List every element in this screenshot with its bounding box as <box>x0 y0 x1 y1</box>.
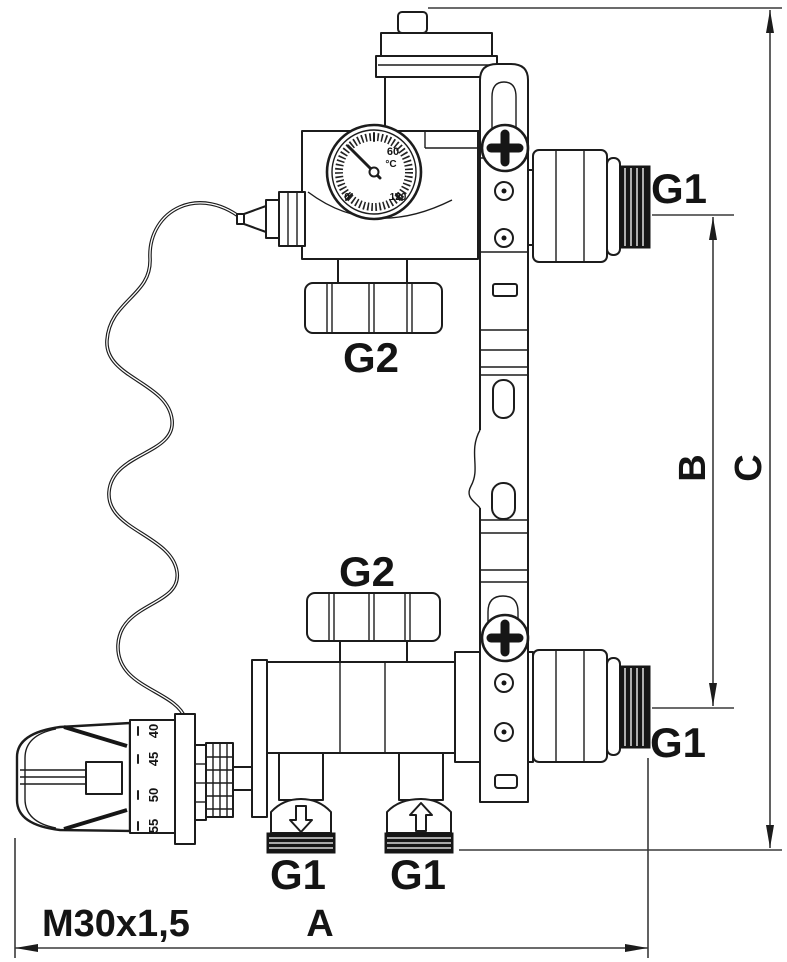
g1-bottom-left-label: G1 <box>270 851 326 898</box>
dial-mark-50: 50 <box>146 788 161 802</box>
adapter-ribs <box>205 742 234 818</box>
clamp-screw-icon <box>494 673 514 693</box>
gauge-unit: °C <box>385 159 396 170</box>
pump-union-bottom <box>306 592 441 663</box>
flow-arrow-up-icon <box>409 802 433 832</box>
g1-bottom-right-label: G1 <box>650 719 706 766</box>
dial-mark-40: 40 <box>146 724 161 738</box>
mounting-bracket <box>468 63 530 803</box>
dim-a-label: A <box>306 903 333 945</box>
flow-arrow-down-icon <box>289 805 313 833</box>
g2-top-label: G2 <box>343 334 399 381</box>
clamp-screw-icon <box>494 722 514 742</box>
thermometer-gauge: 60 °C 0 120 <box>325 123 423 221</box>
pump-union-top <box>304 282 443 334</box>
gauge-tick-120: 120 <box>390 192 407 203</box>
g2-bottom-label: G2 <box>339 548 395 595</box>
check-valve-right <box>384 752 454 854</box>
clamp-screw-icon <box>494 228 514 248</box>
g1-bottom-center-label: G1 <box>390 851 446 898</box>
gauge-tick-60: 60 <box>387 146 399 158</box>
phillips-screw-bottom-icon <box>480 613 530 663</box>
dim-c-label: C <box>728 454 770 481</box>
sensor-fitting <box>236 191 306 247</box>
dim-b-label: B <box>672 454 714 481</box>
union-top-right <box>532 149 651 263</box>
air-vent <box>375 11 498 132</box>
capillary-tube <box>105 201 248 720</box>
union-bottom-right <box>532 649 651 763</box>
clamp-screw-icon <box>494 181 514 201</box>
phillips-screw-top-icon <box>480 123 530 173</box>
temperature-dial: 40 45 50 55 <box>129 719 176 834</box>
gauge-tick-0: 0 <box>344 192 350 203</box>
check-valve-left <box>266 752 336 854</box>
g1-top-right-label: G1 <box>651 165 707 212</box>
thermostatic-head: 40 45 50 55 <box>15 713 253 845</box>
thermostat-thread-label: M30x1,5 <box>42 903 190 945</box>
dimension-lines: C B A M30x1,5 <box>14 7 782 958</box>
dial-mark-45: 45 <box>146 752 161 766</box>
dial-mark-55: 55 <box>146 819 161 833</box>
